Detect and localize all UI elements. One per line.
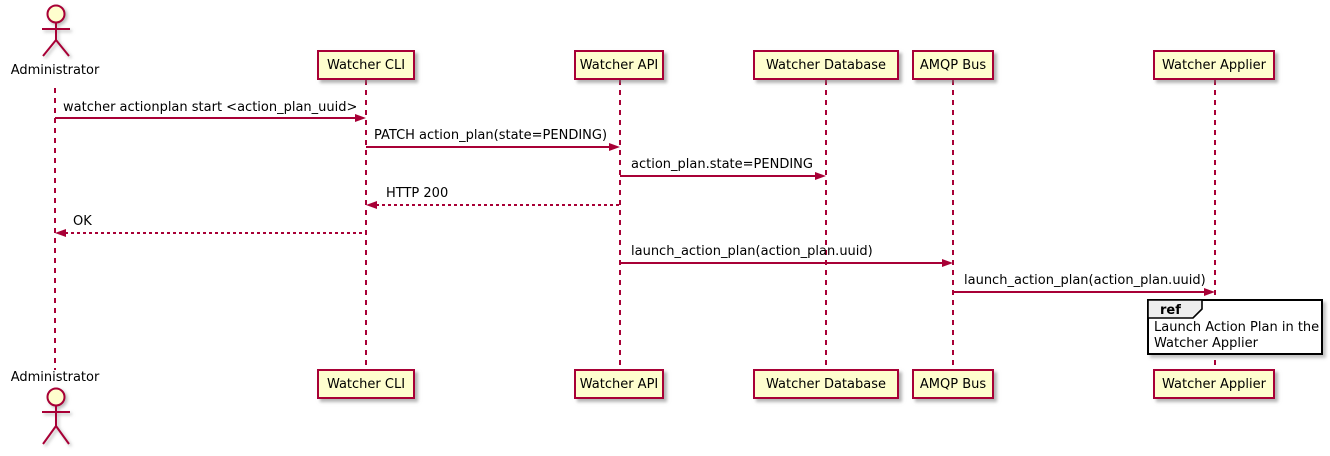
- arrowhead-icon: [55, 228, 66, 237]
- participant-box-watcher-database-bottom: Watcher Database: [753, 369, 899, 399]
- arrowhead-icon: [1204, 287, 1215, 296]
- arrowhead-icon: [942, 258, 953, 267]
- participant-box-watcher-cli-bottom: Watcher CLI: [317, 369, 415, 399]
- ref-keyword: ref: [1160, 303, 1181, 318]
- ref-fragment: ref Launch Action Plan in the Watcher Ap…: [1147, 299, 1323, 355]
- participant-box-watcher-applier-bottom: Watcher Applier: [1153, 369, 1275, 399]
- participant-box-watcher-database: Watcher Database: [753, 50, 899, 80]
- message-label: launch_action_plan(action_plan.uuid): [631, 244, 873, 259]
- participant-box-watcher-api: Watcher API: [574, 50, 664, 80]
- participant-box-watcher-cli: Watcher CLI: [317, 50, 415, 80]
- arrowhead-icon: [815, 171, 826, 180]
- arrowhead-icon: [366, 200, 377, 209]
- message-label: PATCH action_plan(state=PENDING): [374, 128, 608, 143]
- lifeline-amqp-bus: [952, 80, 954, 369]
- actor-label-bottom: Administrator: [10, 370, 100, 385]
- lifeline-watcher-cli: [365, 80, 367, 369]
- message-line: [65, 232, 366, 234]
- lifeline-watcher-applier: [1214, 80, 1216, 369]
- participant-box-watcher-applier: Watcher Applier: [1153, 50, 1275, 80]
- message-label: launch_action_plan(action_plan.uuid): [964, 273, 1206, 288]
- message-label: OK: [73, 214, 92, 229]
- participant-box-amqp-bus-bottom: AMQP Bus: [912, 369, 994, 399]
- lifeline-watcher-api: [619, 80, 621, 369]
- actor-icon: [42, 4, 70, 57]
- message-label: HTTP 200: [386, 186, 449, 201]
- message-label: action_plan.state=PENDING: [631, 157, 813, 172]
- message-label: watcher actionplan start <action_plan_uu…: [63, 100, 358, 115]
- participant-box-watcher-api-bottom: Watcher API: [574, 369, 664, 399]
- ref-text: Launch Action Plan in the Watcher Applie…: [1154, 320, 1320, 351]
- actor-label: Administrator: [10, 63, 100, 78]
- message-line: [55, 117, 357, 119]
- ref-tab: ref: [1147, 299, 1203, 319]
- actor-icon-bottom: [42, 387, 70, 445]
- message-line: [366, 146, 611, 148]
- participant-box-amqp-bus: AMQP Bus: [912, 50, 994, 80]
- arrowhead-icon: [355, 113, 366, 122]
- message-line: [953, 291, 1206, 293]
- message-line: [620, 262, 944, 264]
- lifeline-watcher-database: [825, 80, 827, 369]
- arrowhead-icon: [609, 142, 620, 151]
- message-line: [376, 204, 620, 206]
- message-line: [620, 175, 817, 177]
